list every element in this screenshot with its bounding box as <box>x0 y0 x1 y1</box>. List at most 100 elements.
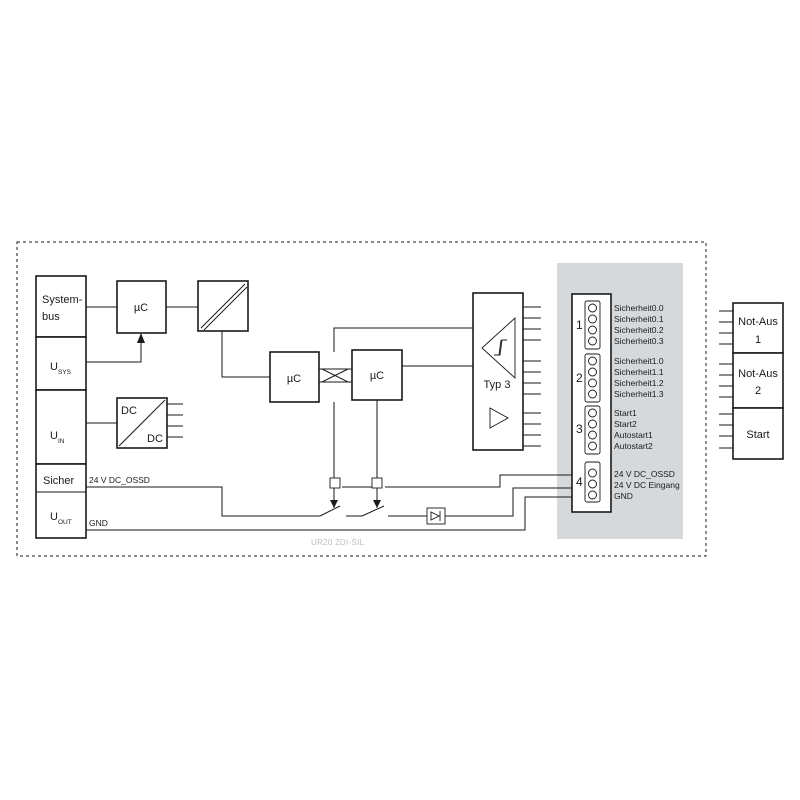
switch-arrow-2 <box>373 500 381 508</box>
notaus-2-box <box>732 352 784 409</box>
start-label: Start <box>746 429 769 441</box>
systembus-label-line2: bus <box>42 311 60 323</box>
switch-arrow-1 <box>330 500 338 508</box>
connector-2-label-3: Sicherheit1.2 <box>614 378 664 388</box>
connector-2-label-2: Sicherheit1.1 <box>614 367 664 377</box>
terminal-1-3 <box>588 325 597 335</box>
schmitt-trigger-icon <box>481 316 516 380</box>
wiring <box>86 306 572 531</box>
connector-2: 2 Sicherheit1.0 Sicherheit1.1 Sicherheit… <box>576 353 664 403</box>
connector-3-label-1: Start1 <box>614 408 637 418</box>
connector-4: 4 24 V DC_OSSD 24 V DC Eingang GND <box>576 461 680 503</box>
switch-blade-2 <box>361 505 385 517</box>
connector-3-label-4: Autostart2 <box>614 441 653 451</box>
connector-3-number: 3 <box>576 422 583 436</box>
wire-ucmid1-typ3 <box>333 327 473 352</box>
terminal-4-2 <box>588 479 597 489</box>
connector-4-label-1: 24 V DC_OSSD <box>614 469 675 479</box>
terminal-3-2 <box>588 419 597 429</box>
microcontroller-top-label: µC <box>134 302 148 314</box>
wire-typ3-outputs <box>523 306 541 447</box>
wire-isolator-ucmid1 <box>221 331 270 378</box>
diode-box <box>426 507 446 525</box>
terminal-4-3 <box>588 490 597 500</box>
gnd-wire-label: GND <box>89 518 108 528</box>
hysteresis-icon <box>494 339 507 356</box>
notaus-2-label-line2: 2 <box>755 385 761 397</box>
microcontroller-mid-2-label: µC <box>370 370 384 382</box>
start-box <box>732 407 784 460</box>
dcdc-label-top: DC <box>121 405 137 417</box>
connector-1-label-2: Sicherheit0.1 <box>614 314 664 324</box>
external-leads <box>719 310 733 449</box>
isolator-diagonal-2 <box>203 286 248 331</box>
switch-blade-1 <box>319 505 341 517</box>
ossd-wire-label: 24 V DC_OSSD <box>89 475 150 485</box>
wire-gnd <box>86 496 572 531</box>
microcontroller-top <box>116 280 167 334</box>
connector-4-label-3: GND <box>614 491 633 501</box>
connector-1-label-4: Sicherheit0.3 <box>614 336 664 346</box>
connector-3-label-3: Autostart1 <box>614 430 653 440</box>
relay-contact-2 <box>371 477 383 489</box>
connector-3-label-2: Start2 <box>614 419 637 429</box>
systembus-label-line1: System- <box>42 294 83 306</box>
connector-strip <box>571 293 612 513</box>
notaus-2-label-line1: Not-Aus <box>738 368 778 380</box>
dcdc-label-bottom: DC <box>147 433 163 445</box>
buffer-icon <box>489 407 509 429</box>
terminal-1-4 <box>588 336 597 346</box>
microcontroller-mid-1-label: µC <box>287 373 301 385</box>
relay-contact-1 <box>329 477 341 489</box>
module-caption: UR20 2DI-SIL <box>311 538 365 547</box>
wire-ossd <box>86 486 320 517</box>
systembus-block <box>35 275 87 338</box>
uin-block <box>35 389 87 465</box>
isolator-diagonal <box>200 283 246 329</box>
connector-1-label-3: Sicherheit0.2 <box>614 325 664 335</box>
external-devices: Not-Aus 1 Not-Aus 2 Start <box>719 302 784 460</box>
terminal-2-2 <box>588 367 597 377</box>
typ3-label: Typ 3 <box>484 379 511 391</box>
terminal-3-4 <box>588 441 597 451</box>
connector-1-housing <box>584 300 601 350</box>
terminal-4-1 <box>588 468 597 478</box>
connector-4-label-2: 24 V DC Eingang <box>614 480 680 490</box>
notaus-1-label-line1: Not-Aus <box>738 316 778 328</box>
wire-usys-uc <box>86 342 142 363</box>
sicher-label: Sicher <box>43 475 75 487</box>
diode-icon <box>430 511 441 521</box>
notaus-1-box <box>732 302 784 354</box>
usys-block <box>35 336 87 391</box>
connector-1-number: 1 <box>576 318 583 332</box>
notaus-1-label-line2: 1 <box>755 334 761 346</box>
wire-diode-to-terminal <box>445 487 572 517</box>
connector-1: 1 Sicherheit0.0 Sicherheit0.1 Sicherheit… <box>576 300 664 350</box>
uout-label: UOUT <box>50 511 72 526</box>
terminal-3-1 <box>588 408 597 418</box>
terminal-2-4 <box>588 389 597 399</box>
connector-2-housing <box>584 353 601 403</box>
connector-2-number: 2 <box>576 371 583 385</box>
usys-label: USYS <box>50 361 72 376</box>
wire-ossd-feedback <box>385 474 572 488</box>
connector-3-housing <box>584 405 601 455</box>
typ3-input-block <box>472 292 524 451</box>
arrow-usys <box>137 333 145 343</box>
wire-ucmid-cross-2 <box>321 368 349 383</box>
microcontroller-mid-2 <box>351 349 403 401</box>
terminal-2-1 <box>588 356 597 366</box>
connector-1-label-1: Sicherheit0.0 <box>614 303 664 313</box>
terminal-1-1 <box>588 303 597 313</box>
terminal-1-2 <box>588 314 597 324</box>
terminal-2-3 <box>588 378 597 388</box>
connector-2-label-1: Sicherheit1.0 <box>614 356 664 366</box>
terminal-3-3 <box>588 430 597 440</box>
left-column: System- bus USYS UIN Sicher UOUT <box>35 275 87 539</box>
connector-4-number: 4 <box>576 475 583 489</box>
module-boundary <box>16 241 707 557</box>
uin-label: UIN <box>50 430 65 445</box>
sicher-block <box>35 463 87 539</box>
connector-4-housing <box>584 461 601 503</box>
